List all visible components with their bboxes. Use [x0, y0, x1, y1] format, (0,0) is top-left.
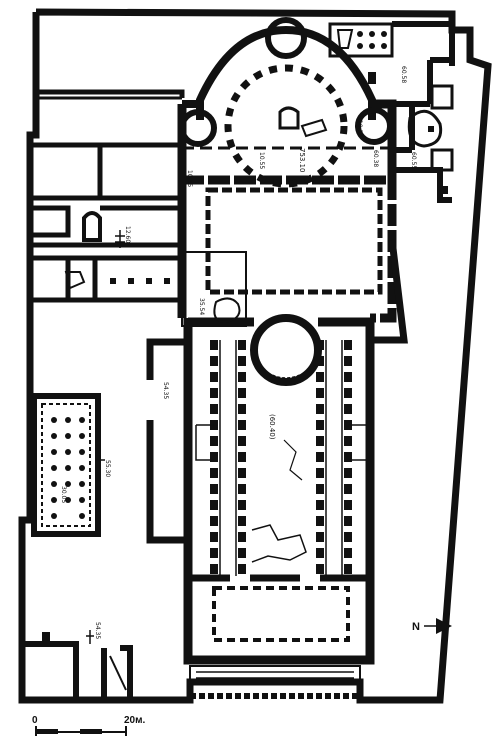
- left-buildings: [30, 89, 185, 303]
- label-hall-left-a: 55.30: [104, 460, 111, 477]
- hall-marker: [95, 455, 105, 470]
- north-arrow-head-icon: [436, 618, 452, 634]
- plan-labels: 753.10 10.55 10.35 60.38 60.55 60.58 10.…: [60, 66, 417, 639]
- scale-bar: 0 20м.: [32, 715, 146, 736]
- right-room-stair: [336, 29, 354, 49]
- label-left-atrium: 10.55: [186, 170, 193, 187]
- cistern-room: [181, 251, 247, 327]
- label-apse-main: 753.10: [298, 148, 306, 173]
- north-arrow: N: [412, 618, 452, 634]
- label-apse-top-right: 60.38: [372, 150, 379, 167]
- label-cistern-side: 35.54: [198, 298, 205, 315]
- gatehouse: [22, 641, 133, 700]
- gatehouse-corner: [42, 632, 50, 642]
- basilica-nave: [183, 314, 375, 665]
- left-wing-stair: [64, 271, 86, 290]
- label-top-right-room: 60.58: [400, 66, 407, 83]
- right-room-fixtures: [357, 31, 448, 194]
- label-entrance-left: 12.60: [124, 226, 131, 243]
- scale-end-label: 20м.: [124, 715, 146, 726]
- right-service-rooms: [328, 21, 455, 203]
- label-hall-left-b: 30.05: [60, 486, 67, 503]
- left-corridor: [146, 338, 188, 544]
- entrance-marker: [115, 230, 125, 248]
- left-wing-piers: [110, 278, 170, 284]
- rotunda: [177, 17, 397, 188]
- gate-symbol: [86, 630, 94, 644]
- left-wing-tower: [82, 211, 102, 242]
- scale-start-label: 0: [32, 715, 38, 726]
- left-columned-hall: [31, 393, 101, 537]
- front-portico: [189, 665, 361, 699]
- north-letter: N: [412, 621, 420, 633]
- label-nave-center: (60.40): [268, 414, 276, 440]
- label-gate: 54.35: [94, 622, 101, 639]
- label-apse-left: 10.55: [258, 152, 265, 169]
- label-apse-right: 10.35: [356, 120, 363, 137]
- label-left-corridor: 54.35: [162, 382, 169, 399]
- label-side-room-right: 60.55: [410, 152, 417, 169]
